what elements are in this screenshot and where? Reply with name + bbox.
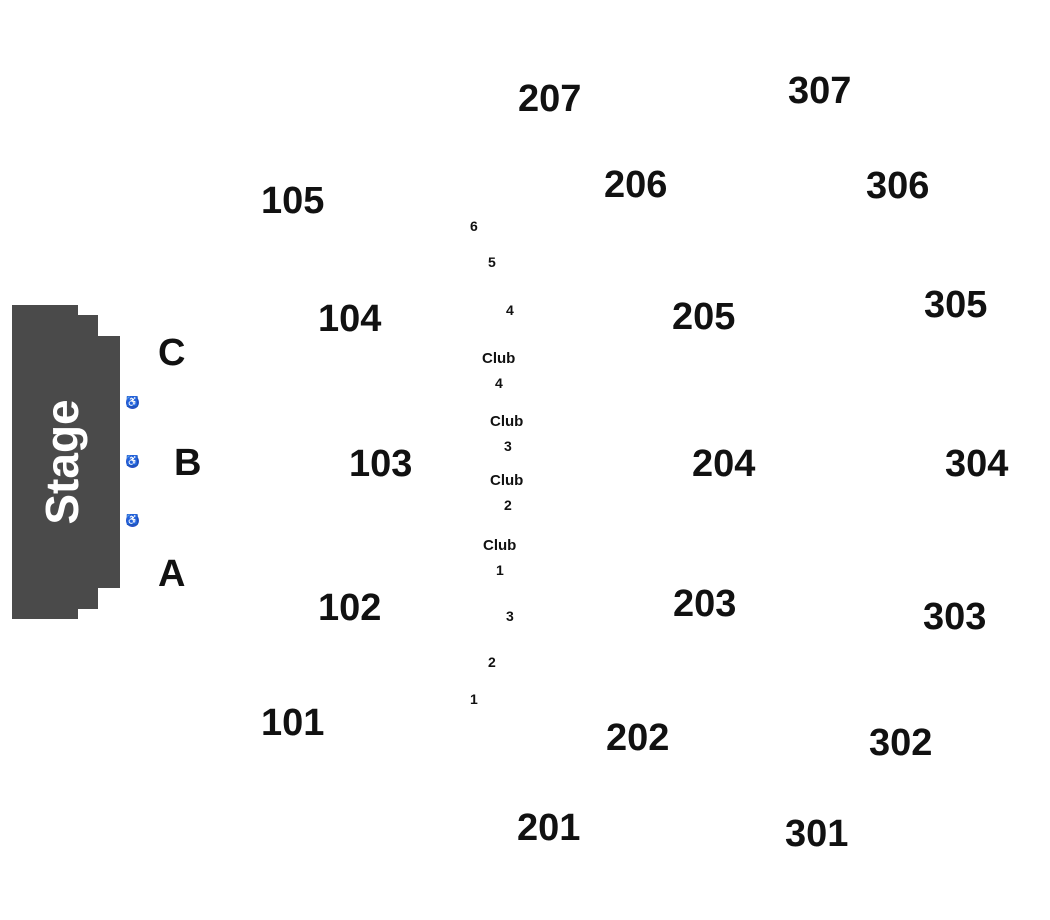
club-4-label[interactable]: Club — [482, 350, 516, 367]
box-5[interactable]: 5 — [488, 254, 496, 270]
box-4[interactable]: 4 — [506, 302, 514, 318]
section-102[interactable]: 102 — [318, 587, 382, 629]
club-3-number[interactable]: 3 — [504, 438, 512, 454]
wheelchair-icon: ♿ — [126, 514, 139, 527]
section-104[interactable]: 104 — [318, 298, 382, 340]
box-6[interactable]: 6 — [470, 218, 478, 234]
section-103[interactable]: 103 — [349, 443, 413, 485]
box-3[interactable]: 3 — [506, 608, 514, 624]
section-206[interactable]: 206 — [604, 164, 668, 206]
floor-section-c[interactable]: C — [158, 332, 186, 374]
section-201[interactable]: 201 — [517, 807, 581, 849]
stage-shape — [12, 305, 120, 619]
club-4-number[interactable]: 4 — [495, 375, 503, 391]
section-306[interactable]: 306 — [866, 165, 930, 207]
section-202[interactable]: 202 — [606, 717, 670, 759]
floor-section-b[interactable]: B — [174, 442, 202, 484]
section-203[interactable]: 203 — [673, 583, 737, 625]
section-302[interactable]: 302 — [869, 722, 933, 764]
wheelchair-icon: ♿ — [126, 455, 139, 468]
section-207[interactable]: 207 — [518, 78, 582, 120]
section-105[interactable]: 105 — [261, 180, 325, 222]
club-3-label[interactable]: Club — [490, 413, 524, 430]
section-204[interactable]: 204 — [692, 443, 756, 485]
club-1-number[interactable]: 1 — [496, 562, 504, 578]
floor-section-a[interactable]: A — [158, 553, 186, 595]
section-305[interactable]: 305 — [924, 284, 988, 326]
stage[interactable]: Stage — [0, 0, 150, 920]
club-2-number[interactable]: 2 — [504, 497, 512, 513]
box-1[interactable]: 1 — [470, 691, 478, 707]
section-205[interactable]: 205 — [672, 296, 736, 338]
box-2[interactable]: 2 — [488, 654, 496, 670]
section-307[interactable]: 307 — [788, 70, 852, 112]
club-2-label[interactable]: Club — [490, 472, 524, 489]
stage-label: Stage — [36, 399, 88, 525]
wheelchair-icon: ♿ — [126, 396, 139, 409]
section-303[interactable]: 303 — [923, 596, 987, 638]
section-304[interactable]: 304 — [945, 443, 1009, 485]
section-101[interactable]: 101 — [261, 702, 325, 744]
section-301[interactable]: 301 — [785, 813, 849, 855]
club-1-label[interactable]: Club — [483, 537, 517, 554]
